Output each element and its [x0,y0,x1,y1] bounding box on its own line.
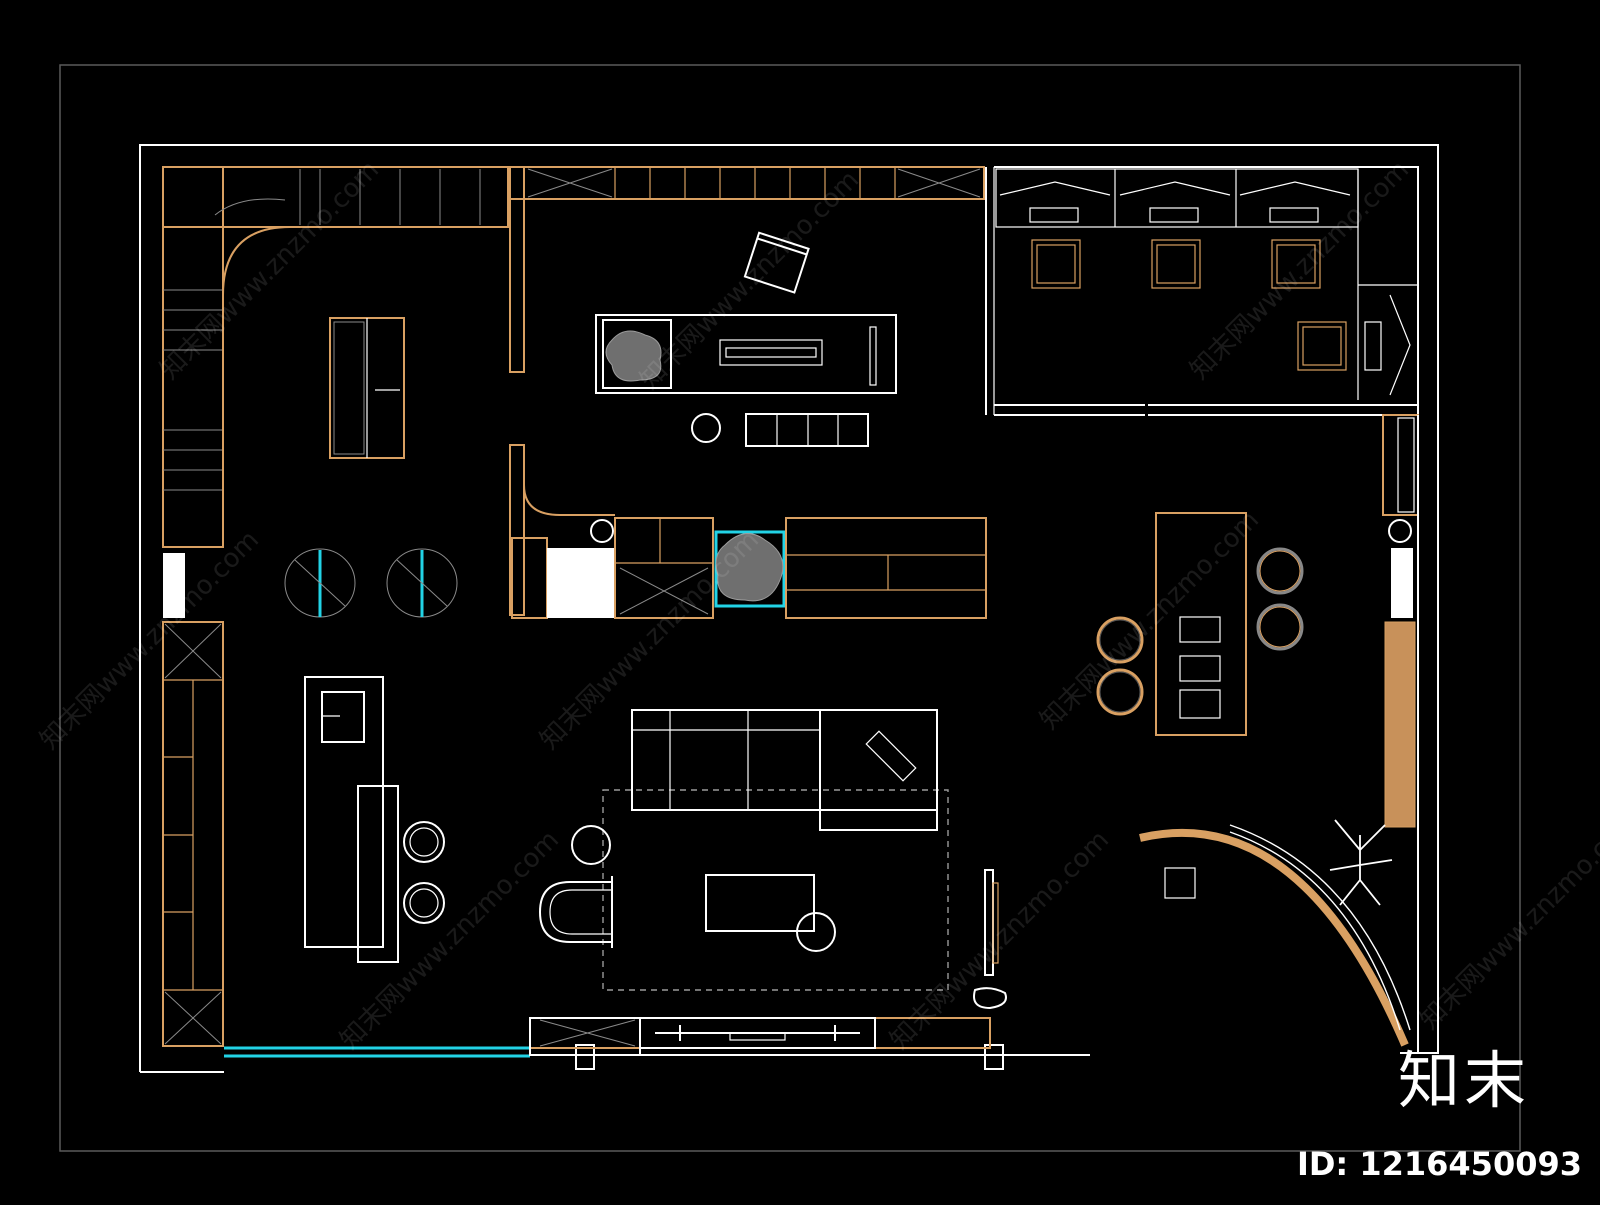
white-panel-left [163,553,185,618]
reception-desk [595,231,897,447]
center-display-cabinet [511,517,987,619]
brand-logo: 知末 [1397,1044,1530,1117]
top-left-curved-cabinet [162,166,509,547]
outer-walls [139,144,1439,1073]
curved-entrance [1139,819,1411,1047]
glass-curtain-wall [224,1046,530,1058]
white-panel-center [547,548,615,618]
right-wall-cabinets [1382,414,1419,1053]
right-island [1096,512,1304,736]
tree-planting [1329,819,1393,906]
image-id-label: ID: 1216450093 [1296,1145,1582,1183]
timber-panel-right [1384,621,1416,828]
left-wall-cabinets [162,166,224,1047]
bottom-wall-cabinet [529,1017,991,1056]
display-stands [1031,239,1347,371]
bar-counter-left [304,676,445,963]
left-room-furniture [284,317,458,618]
sheet-frame [59,64,1521,1152]
center-partition [507,166,985,616]
lounge-area [538,709,1007,1010]
upper-right-room [985,166,1419,416]
white-panel-right [1391,548,1413,618]
